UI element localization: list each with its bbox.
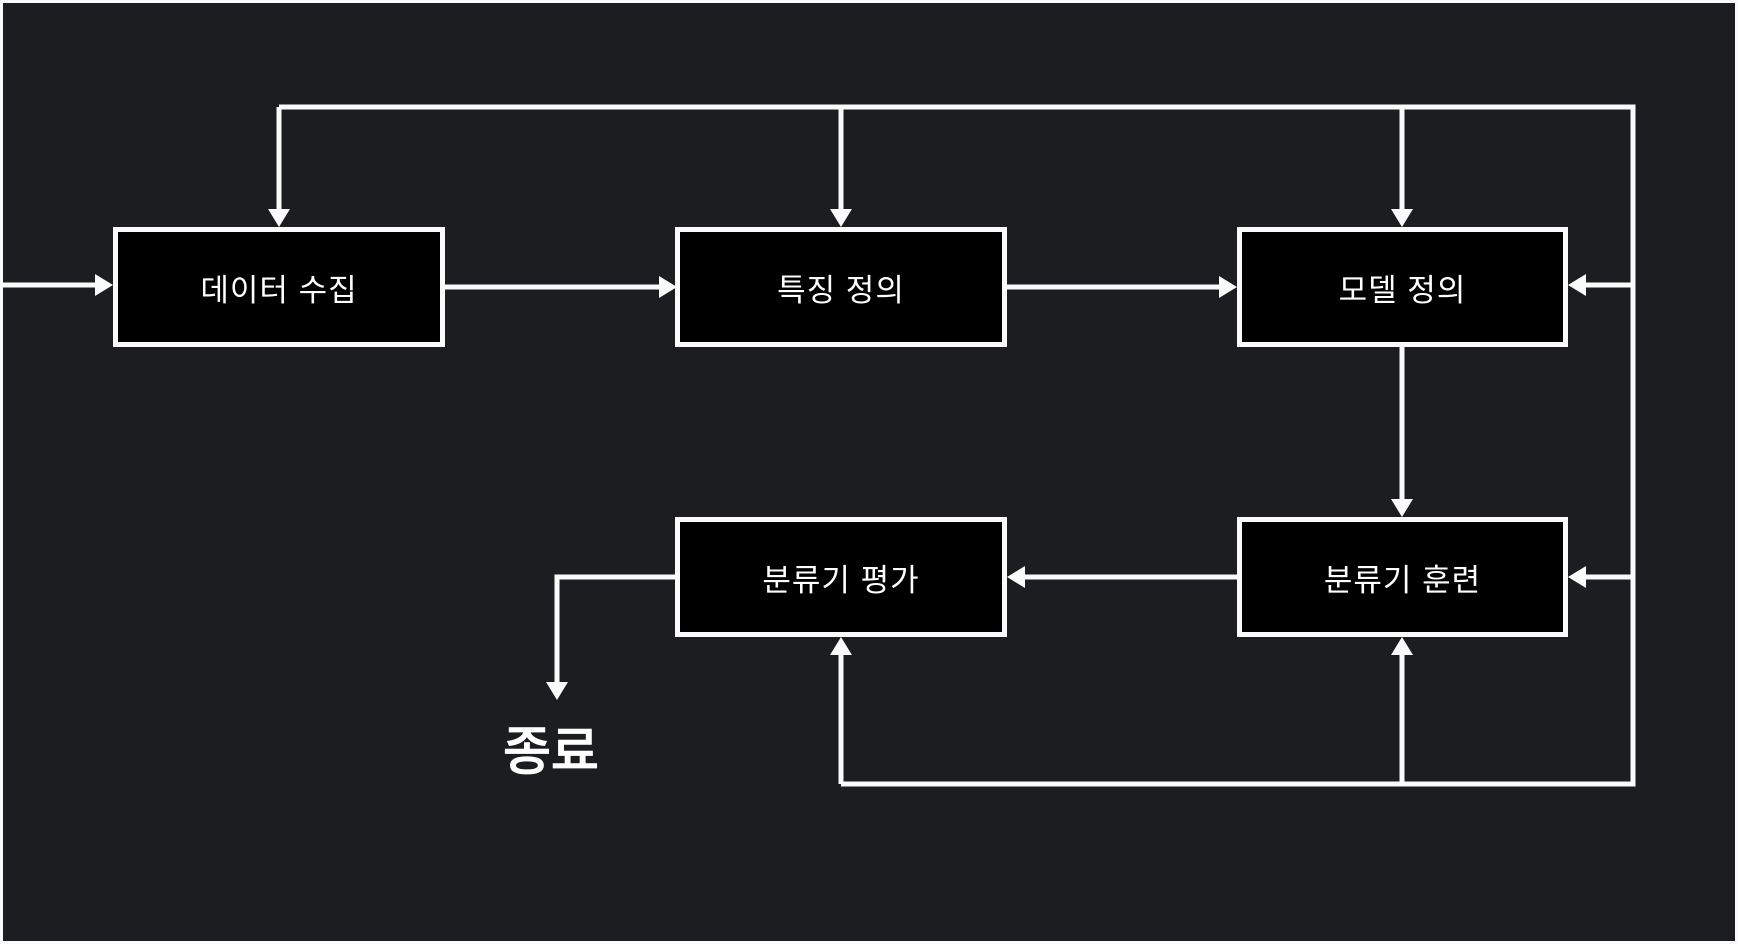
arrow-bus-to-model-definition-right (1568, 274, 1633, 296)
arrow-model-definition-to-classifier-training (1391, 347, 1413, 517)
arrow-feature-definition-to-model-definition (1007, 276, 1237, 298)
node-classifier-evaluation-label: 분류기 평가 (762, 562, 920, 598)
arrow-bus-to-data-collection (268, 107, 290, 227)
node-classifier-training-label: 분류기 훈련 (1323, 562, 1482, 598)
arrow-entry-left (3, 274, 113, 296)
arrow-classifier-training-to-classifier-evaluation (1007, 566, 1237, 588)
node-classifier-evaluation: 분류기 평가 (675, 517, 1007, 637)
arrow-bus-to-feature-definition (830, 107, 852, 227)
node-classifier-training: 분류기 훈련 (1237, 517, 1568, 637)
node-data-collection: 데이터 수집 (113, 227, 445, 347)
arrow-bus-to-classifier-training-right (1568, 566, 1633, 588)
node-model-definition-label: 모델 정의 (1338, 272, 1467, 308)
arrow-bus-to-classifier-evaluation-bottom (830, 637, 852, 784)
node-model-definition: 모델 정의 (1237, 227, 1568, 347)
arrow-bus-to-model-definition-top (1391, 107, 1413, 227)
node-feature-definition: 특징 정의 (675, 227, 1007, 347)
arrow-data-collection-to-feature-definition (445, 276, 677, 298)
end-label: 종료 (503, 723, 599, 782)
arrow-bus-to-classifier-training-bottom (1391, 637, 1413, 784)
node-feature-definition-label: 특징 정의 (777, 272, 905, 308)
feedback-bus-line (279, 104, 1636, 787)
node-data-collection-label: 데이터 수집 (200, 272, 358, 308)
arrow-classifier-evaluation-to-end (546, 574, 675, 700)
